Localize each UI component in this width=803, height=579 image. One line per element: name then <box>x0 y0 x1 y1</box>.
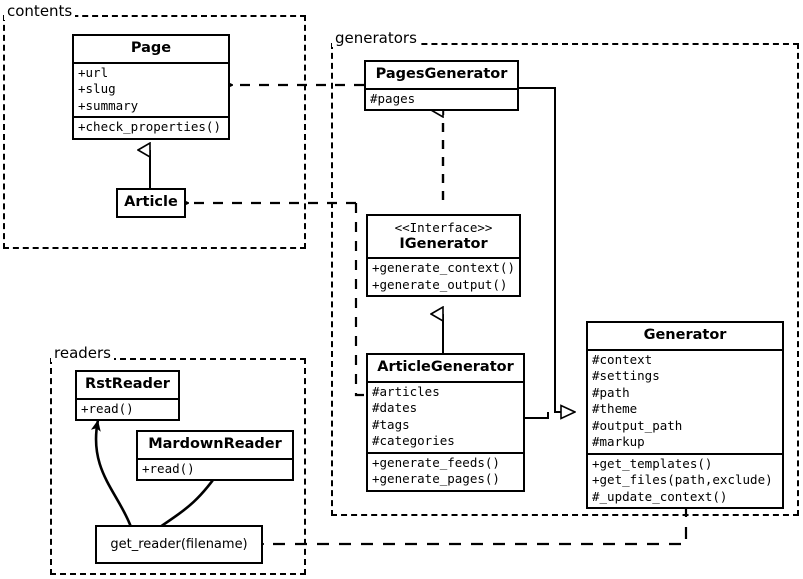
operation: +get_files(path,exclude) <box>592 472 773 488</box>
operation: +check_properties() <box>78 119 221 135</box>
attribute: +summary <box>78 97 139 113</box>
package-readers-frame <box>50 358 306 575</box>
class-article-generator-attributes: #articles #dates #tags #categories <box>368 380 523 452</box>
class-page-operations: +check_properties() <box>74 116 228 138</box>
operation: +get_templates() <box>592 455 713 471</box>
function-get-reader-label: get_reader(filename) <box>110 537 248 552</box>
function-get-reader[interactable]: get_reader(filename) <box>95 525 263 564</box>
attribute: #pages <box>370 90 416 106</box>
class-igenerator-stereotype: <<Interface>> <box>394 220 493 235</box>
class-page-attributes: +url +slug +summary <box>74 61 228 117</box>
class-article-name: Article <box>124 194 178 210</box>
class-article-generator[interactable]: ArticleGenerator #articles #dates #tags … <box>366 353 525 492</box>
attribute: #output_path <box>592 417 683 433</box>
package-readers-label: readers <box>51 344 114 362</box>
attribute: #markup <box>592 434 645 450</box>
class-pages-generator-name: PagesGenerator <box>375 66 508 82</box>
class-mardown-reader-operations: +read() <box>138 457 292 480</box>
class-page-name: Page <box>130 40 172 56</box>
attribute: #categories <box>372 433 455 449</box>
class-generator[interactable]: Generator #context #settings #path #them… <box>586 321 784 510</box>
class-igenerator-name: <<Interface>> IGenerator <box>368 216 519 257</box>
attribute: #theme <box>592 401 638 417</box>
attribute: #path <box>592 384 630 400</box>
attribute: #dates <box>372 400 418 416</box>
class-rst-reader-name: RstReader <box>85 376 170 392</box>
class-pages-generator[interactable]: PagesGenerator #pages <box>364 60 519 112</box>
operation: +read() <box>142 460 195 476</box>
package-contents-label: contents <box>4 2 76 20</box>
class-pages-generator-attributes: #pages <box>366 87 517 110</box>
class-page[interactable]: Page +url +slug +summary +check_properti… <box>72 34 230 140</box>
attribute: #tags <box>372 416 410 432</box>
attribute: #context <box>592 351 653 367</box>
class-igenerator-operations: +generate_context() +generate_output() <box>368 257 519 295</box>
class-generator-attributes: #context #settings #path #theme #output_… <box>588 348 782 453</box>
class-generator-operations: +get_templates() +get_files(path,exclude… <box>588 452 782 508</box>
class-rst-reader[interactable]: RstReader +read() <box>75 370 180 422</box>
attribute: #settings <box>592 368 660 384</box>
class-mardown-reader[interactable]: MardownReader +read() <box>136 430 294 482</box>
operation: +generate_pages() <box>372 471 500 487</box>
package-contents-frame <box>3 15 306 249</box>
operation: +generate_output() <box>372 276 508 292</box>
class-article-generator-name: ArticleGenerator <box>377 359 514 375</box>
class-mardown-reader-name: MardownReader <box>148 436 282 452</box>
operation: #_update_context() <box>592 488 728 504</box>
class-igenerator-label: IGenerator <box>399 235 488 252</box>
operation: +generate_feeds() <box>372 454 500 470</box>
class-rst-reader-operations: +read() <box>77 397 178 420</box>
package-generators-label: generators <box>332 29 420 47</box>
attribute: +slug <box>78 81 116 97</box>
attribute: +url <box>78 64 109 80</box>
class-igenerator[interactable]: <<Interface>> IGenerator +generate_conte… <box>366 214 521 298</box>
class-article[interactable]: Article <box>116 188 186 218</box>
operation: +generate_context() <box>372 260 515 276</box>
operation: +read() <box>81 400 134 416</box>
attribute: #articles <box>372 383 440 399</box>
class-generator-name: Generator <box>643 327 727 343</box>
class-article-generator-operations: +generate_feeds() +generate_pages() <box>368 451 523 490</box>
